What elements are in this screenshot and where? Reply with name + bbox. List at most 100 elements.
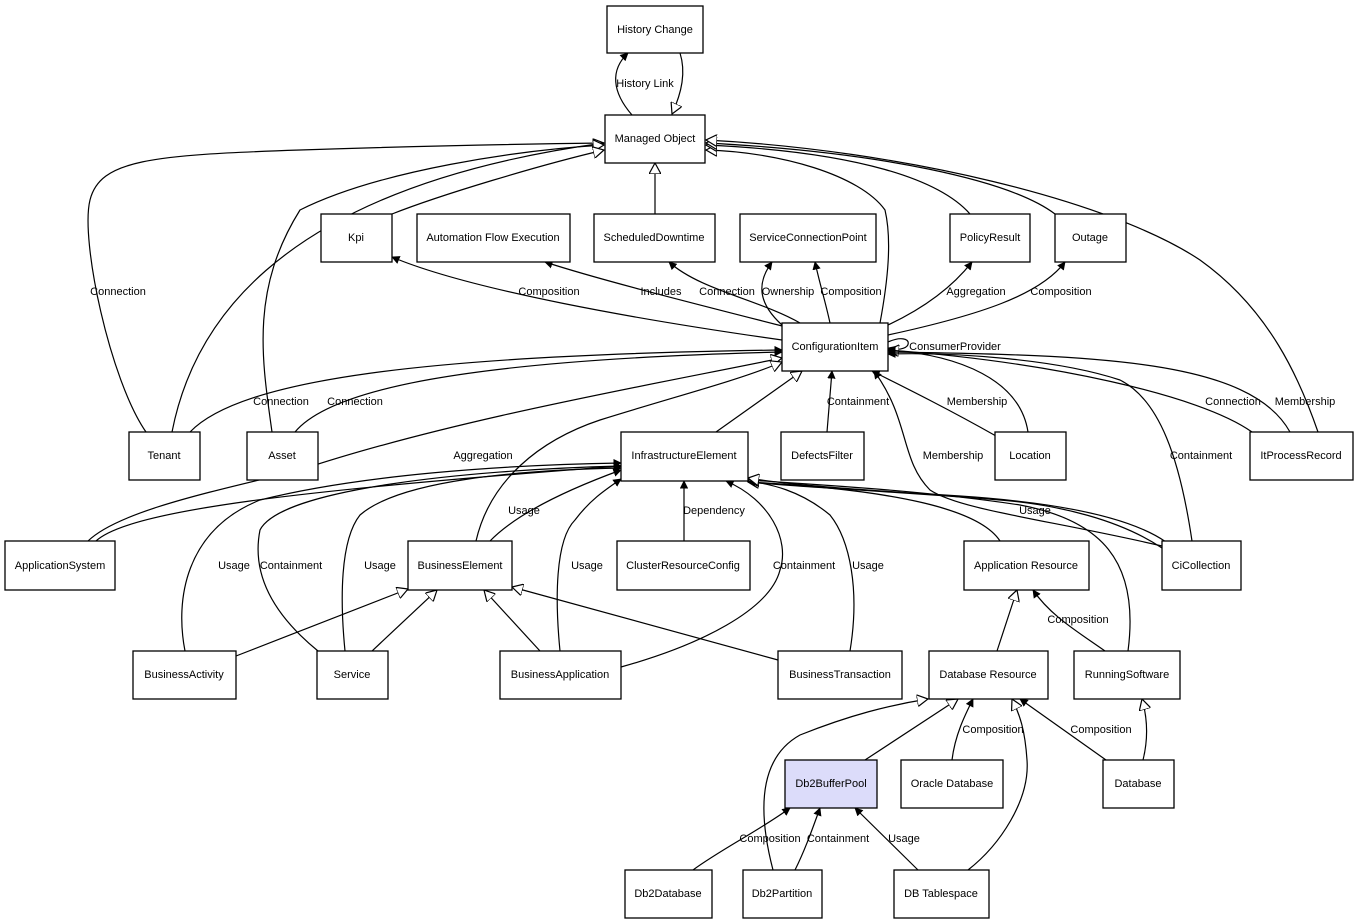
edge-outage-mo-gen xyxy=(706,143,1056,215)
edge-rs-ar xyxy=(1032,589,1106,652)
node-label: BusinessTransaction xyxy=(789,669,891,681)
node-oracle-database[interactable]: Oracle Database xyxy=(900,759,1004,809)
node-business-activity[interactable]: BusinessActivity xyxy=(132,650,237,700)
node-label: ApplicationSystem xyxy=(15,560,106,572)
node-db2-database[interactable]: Db2Database xyxy=(624,869,713,919)
node-location[interactable]: Location xyxy=(994,431,1067,481)
edge-label: Usage xyxy=(852,560,884,572)
edge-ci-self xyxy=(887,338,909,354)
node-ci-collection[interactable]: CiCollection xyxy=(1161,540,1242,591)
edge-ci-mo-gen xyxy=(706,150,890,324)
edge-label: Connection xyxy=(699,286,755,298)
edge-label: Composition xyxy=(1047,614,1108,626)
edge-label: Composition xyxy=(962,724,1023,736)
edge-cicoll-ci-membership xyxy=(873,370,1163,547)
node-label: Asset xyxy=(268,450,296,462)
node-label: Application Resource xyxy=(974,560,1078,572)
edge-db-rs-gen xyxy=(1142,699,1147,761)
edge-label: Membership xyxy=(1275,396,1336,408)
node-db2-buffer-pool[interactable]: Db2BufferPool xyxy=(784,759,878,809)
node-cluster-resource-config[interactable]: ClusterResourceConfig xyxy=(616,540,751,591)
node-kpi[interactable]: Kpi xyxy=(320,213,393,263)
node-label: Database xyxy=(1114,778,1161,790)
node-running-software[interactable]: RunningSoftware xyxy=(1073,650,1181,700)
edge-cicoll-ci-containment xyxy=(887,349,1193,542)
node-it-process-record[interactable]: ItProcessRecord xyxy=(1249,431,1354,481)
edge-ci-kpi xyxy=(391,256,783,341)
edge-label: Aggregation xyxy=(453,450,512,462)
edge-ts-dbr-gen xyxy=(967,699,1028,871)
node-label: DB Tablespace xyxy=(904,888,978,900)
edge-ci-sd xyxy=(668,261,801,324)
node-managed-object[interactable]: Managed Object xyxy=(604,114,706,164)
node-label: Managed Object xyxy=(615,133,696,145)
node-label: History Change xyxy=(617,24,693,36)
node-label: Service xyxy=(334,669,371,681)
edge-dbr-ar-gen xyxy=(996,590,1017,652)
node-outage[interactable]: Outage xyxy=(1054,213,1127,263)
edge-label: Containment xyxy=(773,560,835,572)
edge-label: Ownership xyxy=(762,286,815,298)
node-application-system[interactable]: ApplicationSystem xyxy=(4,540,116,591)
edge-itpr-mo-gen xyxy=(706,140,1319,433)
node-label: Oracle Database xyxy=(911,778,994,790)
node-label: CiCollection xyxy=(1172,560,1231,572)
edge-bt-be-gen xyxy=(512,587,779,661)
edge-label: Containment xyxy=(807,833,869,845)
node-label: Kpi xyxy=(348,232,364,244)
node-db-tablespace[interactable]: DB Tablespace xyxy=(893,869,990,919)
node-service-connection-point[interactable]: ServiceConnectionPoint xyxy=(739,213,877,263)
node-defects-filter[interactable]: DefectsFilter xyxy=(780,431,865,481)
node-tenant[interactable]: Tenant xyxy=(128,431,201,481)
edge-asset-mo-gen xyxy=(262,145,604,433)
node-label: BusinessActivity xyxy=(144,669,224,681)
edge-service-ie-containment xyxy=(257,461,622,652)
edge-label: ConsumerProvider xyxy=(909,341,1001,353)
node-infrastructure-element[interactable]: InfrastructureElement xyxy=(620,431,749,482)
node-policy-result[interactable]: PolicyResult xyxy=(949,213,1031,263)
node-label: DefectsFilter xyxy=(791,450,853,462)
edges xyxy=(87,52,1319,871)
edge-ci-scp-ownership xyxy=(761,261,783,326)
edge-ci-scp-composition xyxy=(812,261,831,324)
edge-label: Membership xyxy=(947,396,1008,408)
node-configuration-item[interactable]: ConfigurationItem xyxy=(781,322,889,372)
edge-label: Usage xyxy=(888,833,920,845)
edge-service-ie-usage xyxy=(341,463,622,652)
node-label: BusinessApplication xyxy=(511,669,609,681)
edge-appsys-ci-gen xyxy=(87,358,782,542)
edge-history-link xyxy=(615,52,633,116)
edge-label: Dependency xyxy=(683,505,745,517)
node-database-resource[interactable]: Database Resource xyxy=(928,650,1049,700)
node-history-change[interactable]: History Change xyxy=(606,5,704,54)
node-business-application[interactable]: BusinessApplication xyxy=(499,650,622,700)
node-application-resource[interactable]: Application Resource xyxy=(963,540,1090,591)
edge-itpr-ci-membership xyxy=(887,347,1291,433)
edge-ba-ie xyxy=(181,458,622,652)
edge-location-ci xyxy=(871,370,997,437)
edge-label: Usage xyxy=(1019,505,1051,517)
node-service[interactable]: Service xyxy=(316,650,389,700)
node-asset[interactable]: Asset xyxy=(246,431,319,481)
edge-tenant-ci xyxy=(189,345,783,433)
edge-pool-dbr-gen xyxy=(864,699,958,761)
node-database[interactable]: Database xyxy=(1102,759,1175,809)
edge-ts-pool xyxy=(854,807,919,871)
edge-labels: History Link Connection Composition Incl… xyxy=(90,78,1335,845)
edge-db2db-pool xyxy=(692,807,791,871)
edge-ci-afe xyxy=(544,260,791,329)
edge-tenant-mo-connection xyxy=(87,142,605,433)
node-label: InfrastructureElement xyxy=(631,450,736,462)
edge-cicoll-ie-usage xyxy=(747,478,1163,549)
node-label: ItProcessRecord xyxy=(1260,450,1341,462)
node-label: Db2BufferPool xyxy=(795,778,866,790)
edge-label: Composition xyxy=(1030,286,1091,298)
node-db2-partition[interactable]: Db2Partition xyxy=(742,869,823,919)
node-business-transaction[interactable]: BusinessTransaction xyxy=(777,650,903,700)
node-business-element[interactable]: BusinessElement xyxy=(407,540,513,591)
edge-bapp-ie-usage xyxy=(556,478,622,652)
node-automation-flow-execution[interactable]: Automation Flow Execution xyxy=(416,213,571,263)
node-label: Automation Flow Execution xyxy=(426,232,559,244)
edge-label: Connection xyxy=(253,396,309,408)
node-scheduled-downtime[interactable]: ScheduledDowntime xyxy=(593,213,716,263)
